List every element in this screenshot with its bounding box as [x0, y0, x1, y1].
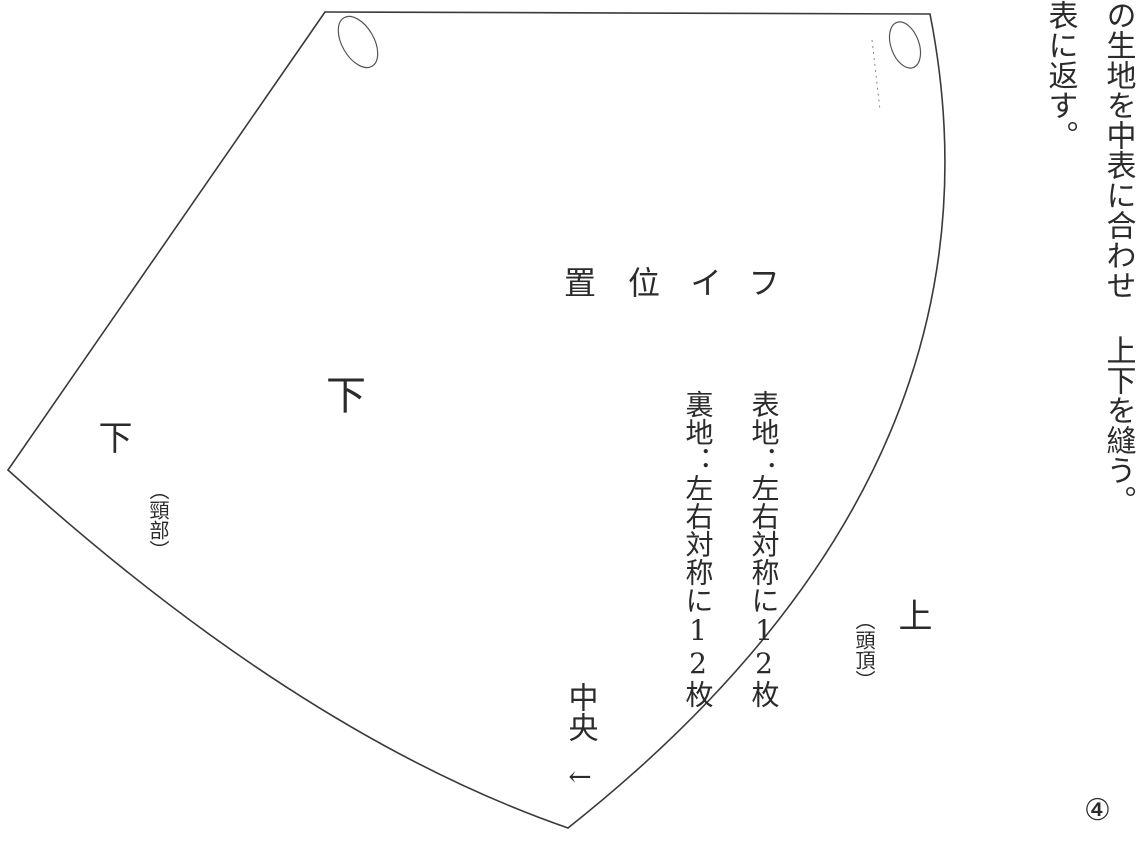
pattern-top-edge [324, 11, 931, 15]
bottom-note-label: （頸部） [146, 480, 170, 560]
page-number: ④ [1084, 793, 1111, 828]
center-label: 中央 [563, 682, 598, 742]
center-arrow: ← [564, 760, 597, 793]
part-label-3: 位 [623, 266, 661, 298]
part-label-1: フ [743, 266, 781, 298]
instruction-line-1: の生地を中表に合わせ 上下を縫う。 [1101, 0, 1137, 515]
bottom-label-large: 下 [319, 374, 365, 414]
outer-fabric-note: 表地：左右対称に12枚 [748, 390, 781, 708]
pattern-bottom-edge [7, 469, 569, 829]
top-note-label: （頭頂） [852, 610, 876, 690]
bottom-label: 下 [92, 420, 132, 454]
lining-fabric-note: 裏地：左右対称に12枚 [682, 390, 715, 708]
guide-dots [871, 39, 881, 111]
part-label-2: イ [685, 266, 723, 298]
part-label-4: 置 [559, 266, 597, 298]
instruction-line-2: 表に返す。 [1043, 0, 1079, 150]
pattern-left-edge [7, 11, 326, 471]
top-label: 上 [892, 598, 932, 632]
pattern-outline [7, 11, 946, 829]
pattern-right-edge [567, 13, 946, 829]
notch-mark-left [337, 15, 379, 69]
notch-mark-right [888, 21, 922, 69]
